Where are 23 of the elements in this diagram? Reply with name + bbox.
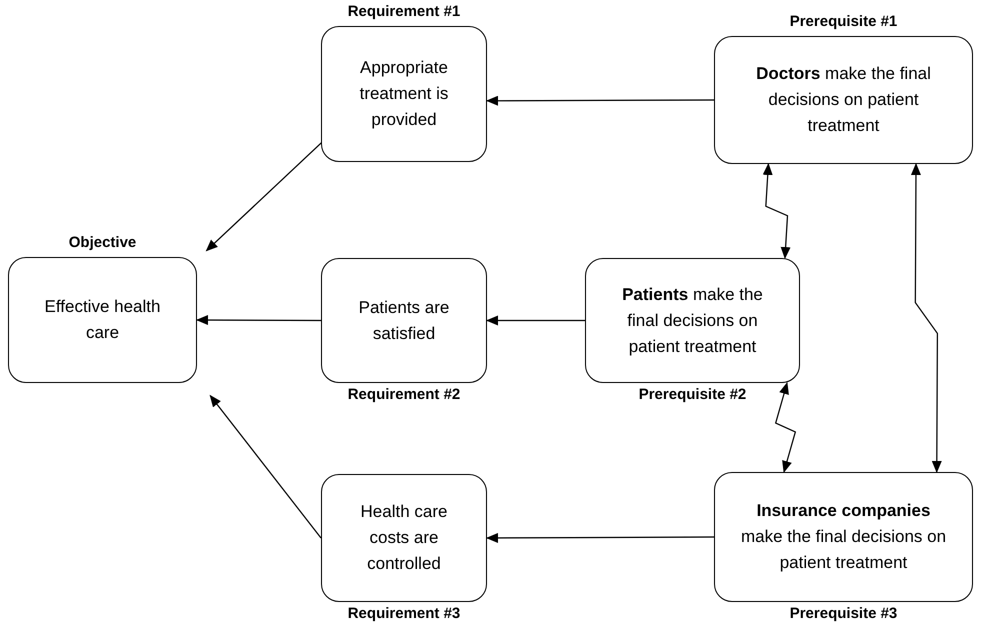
arrow <box>210 394 322 538</box>
box-heading: Prerequisite #3 <box>790 605 898 623</box>
box-heading: Requirement #1 <box>348 3 460 21</box>
box-heading: Prerequisite #1 <box>790 13 898 31</box>
box-text: Effective health care <box>44 296 162 344</box>
box-heading: Objective <box>68 234 136 252</box>
box-heading: Prerequisite #2 <box>638 386 746 404</box>
box-heading: Requirement #2 <box>348 386 460 404</box>
arrow <box>206 141 324 252</box>
lightning-arrow <box>762 163 791 259</box>
box-heading: Requirement #3 <box>348 605 460 623</box>
arrow <box>486 316 585 326</box>
arrow <box>196 315 321 326</box>
box-text: Health care costs are controlled <box>360 501 448 575</box>
box-text: Patients are satisfied <box>358 296 450 344</box>
arrow <box>486 532 714 543</box>
box-text: Patients make the final decisions on patient treatment <box>621 284 764 358</box>
box-text: Appropriate treatment is provided <box>358 57 450 131</box>
box-text: Insurance companies make the final decisions on patient treatment <box>740 500 948 574</box>
lightning-arrow <box>774 382 796 473</box>
arrow <box>486 96 714 106</box>
lightning-arrow <box>910 163 942 473</box>
box-text: Doctors make the final decisions on patient treatment <box>755 63 932 137</box>
